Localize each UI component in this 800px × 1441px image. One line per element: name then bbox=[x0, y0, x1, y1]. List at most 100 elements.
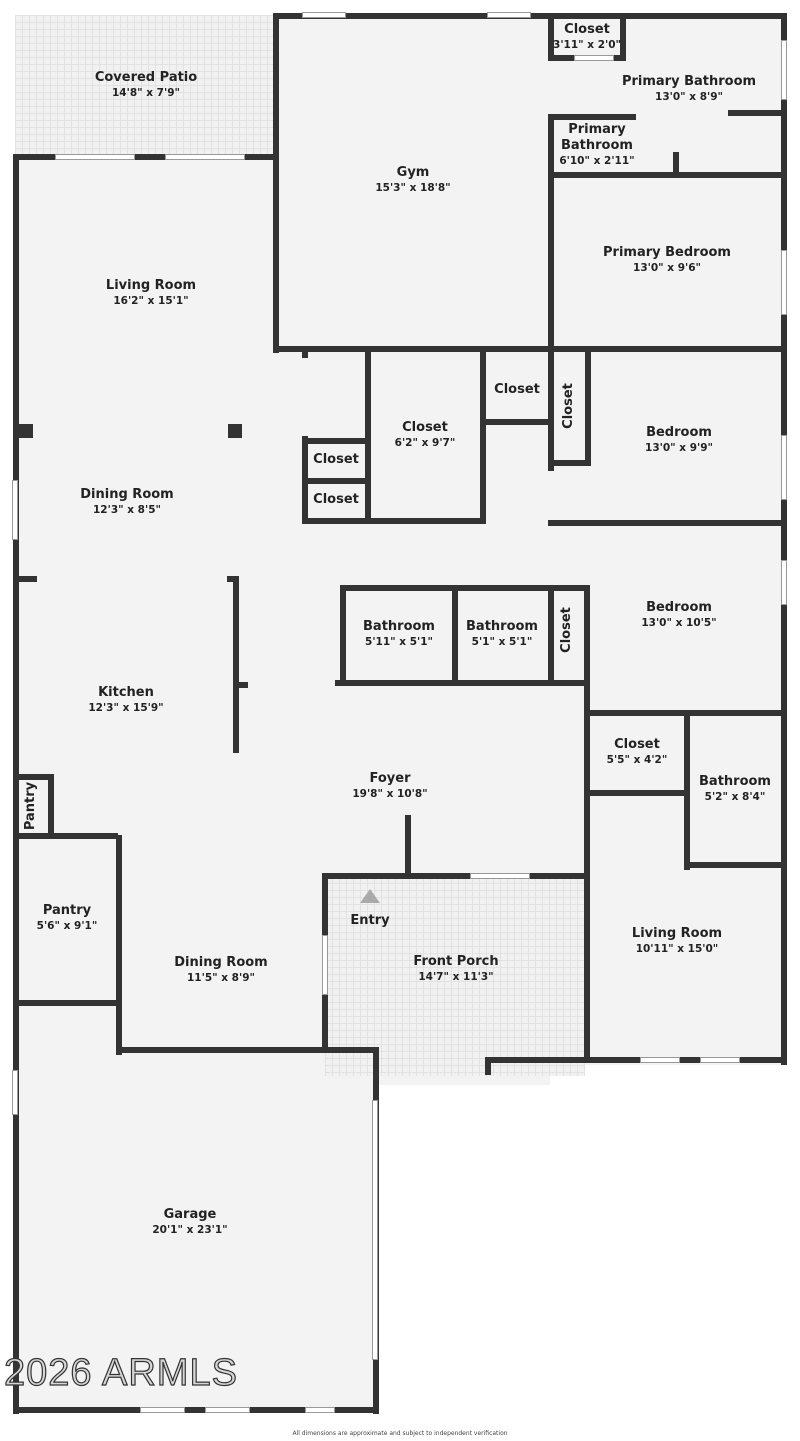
wall bbox=[302, 518, 486, 524]
room-closet-small-1: Closet bbox=[313, 452, 359, 468]
wall bbox=[684, 710, 690, 870]
room-name: Closet bbox=[559, 607, 574, 653]
window bbox=[781, 435, 787, 500]
room-dimensions: 5'2" x 8'4" bbox=[704, 791, 766, 803]
room-name: Closet bbox=[402, 420, 448, 435]
room-name: Bedroom bbox=[646, 425, 712, 440]
room-name: Primary Bathroom bbox=[561, 122, 633, 153]
window bbox=[781, 250, 787, 315]
wall bbox=[13, 774, 53, 780]
room-name: Dining Room bbox=[174, 955, 268, 970]
wall bbox=[228, 424, 242, 438]
room-closet-small-2: Closet bbox=[313, 492, 359, 508]
room-dimensions: 16'2" x 15'1" bbox=[113, 295, 189, 307]
wall bbox=[116, 835, 122, 1055]
room-name: Closet bbox=[313, 492, 359, 507]
room-dimensions: 14'7" x 11'3" bbox=[418, 971, 494, 983]
room-name: Bedroom bbox=[646, 600, 712, 615]
wall bbox=[684, 862, 786, 868]
room-name: Bathroom bbox=[699, 774, 771, 789]
room-closet-hall: Closet bbox=[494, 382, 540, 398]
room-dimensions: 10'11" x 15'0" bbox=[635, 943, 719, 955]
window bbox=[487, 12, 531, 18]
wall bbox=[236, 682, 248, 688]
front-porch-area bbox=[325, 876, 585, 1076]
room-name: Closet bbox=[564, 22, 610, 37]
room-floor bbox=[15, 157, 275, 587]
room-pantry-small: Pantry bbox=[23, 782, 39, 830]
room-name: Closet bbox=[494, 382, 540, 397]
room-name: Primary Bedroom bbox=[603, 245, 731, 260]
room-bathroom-3: Bathroom 5'2" x 8'4" bbox=[699, 774, 771, 804]
wall bbox=[485, 1057, 787, 1063]
window bbox=[640, 1057, 680, 1063]
window bbox=[322, 935, 328, 995]
wall bbox=[13, 1000, 118, 1006]
window bbox=[205, 1407, 250, 1413]
wall bbox=[302, 478, 370, 484]
room-dimensions: 13'0" x 9'6" bbox=[633, 262, 701, 274]
room-name: Primary Bathroom bbox=[621, 74, 757, 89]
room-dimensions: 12'3" x 15'9" bbox=[88, 702, 164, 714]
wall bbox=[233, 578, 239, 753]
room-dimensions: 5'1" x 5'1" bbox=[471, 636, 533, 648]
room-dimensions: 6'2" x 9'7" bbox=[394, 437, 456, 449]
wall bbox=[548, 520, 786, 526]
room-name: Kitchen bbox=[98, 685, 154, 700]
window bbox=[302, 12, 346, 18]
covered-patio-area bbox=[15, 15, 275, 157]
room-name: Closet bbox=[313, 452, 359, 467]
window bbox=[574, 55, 614, 61]
window bbox=[305, 1407, 335, 1413]
window bbox=[470, 873, 530, 879]
wall bbox=[13, 424, 33, 438]
window bbox=[12, 480, 18, 540]
wall bbox=[48, 774, 54, 834]
wall bbox=[620, 13, 626, 58]
wall bbox=[340, 585, 346, 685]
wall bbox=[548, 13, 554, 58]
window bbox=[781, 40, 787, 100]
watermark: 2026 ARMLS bbox=[3, 1351, 238, 1394]
window bbox=[700, 1057, 740, 1063]
wall bbox=[302, 438, 370, 444]
room-primary-bathroom-small: Primary Bathroom 6'10" x 2'11" bbox=[557, 122, 637, 168]
wall bbox=[365, 346, 371, 522]
wall bbox=[302, 346, 308, 358]
room-dimensions: 6'10" x 2'11" bbox=[559, 155, 635, 167]
wall bbox=[548, 114, 636, 120]
wall bbox=[227, 576, 239, 582]
room-name: Foyer bbox=[369, 771, 411, 786]
room-name: Garage bbox=[163, 1207, 217, 1222]
wall bbox=[485, 1057, 491, 1075]
wall bbox=[13, 833, 118, 839]
window bbox=[140, 1407, 185, 1413]
room-name: Entry bbox=[350, 913, 390, 928]
footer-disclaimer: All dimensions are approximate and subje… bbox=[292, 1430, 508, 1437]
wall bbox=[584, 790, 684, 796]
wall bbox=[548, 172, 784, 178]
wall bbox=[13, 154, 19, 1414]
room-dimensions: 15'3" x 18'8" bbox=[375, 182, 451, 194]
room-floor bbox=[275, 15, 785, 350]
window bbox=[55, 154, 135, 160]
wall bbox=[781, 13, 787, 1065]
wall bbox=[273, 346, 787, 352]
entry-arrow-icon bbox=[360, 889, 380, 903]
room-name: Living Room bbox=[105, 278, 197, 293]
wall bbox=[116, 1047, 376, 1053]
room-name: Closet bbox=[614, 737, 660, 752]
